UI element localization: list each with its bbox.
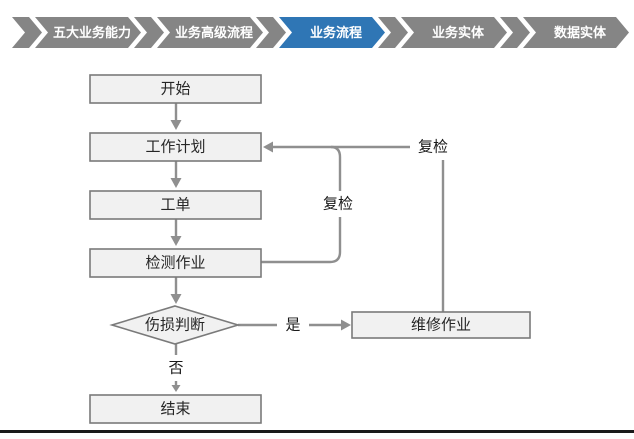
arrowhead-right-icon xyxy=(341,319,351,331)
edge-labels: 复检 复检 是 否 xyxy=(160,134,456,381)
arrowhead-down-icon xyxy=(170,294,182,304)
arrowhead-down-icon xyxy=(170,120,182,130)
nav-item-band-active[interactable] xyxy=(279,17,385,48)
node-inspection-label: 检测作业 xyxy=(145,255,205,272)
edge-label-no: 否 xyxy=(168,360,183,377)
edge-label-backing xyxy=(410,134,456,160)
arrowheads xyxy=(170,120,351,392)
chevron-separator-icon xyxy=(12,17,42,48)
nav-item-label: 数据实体 xyxy=(554,25,607,40)
node-end: 结束 xyxy=(89,394,262,424)
node-work-plan-box xyxy=(89,132,262,162)
edge-label-recheck-outer: 复检 xyxy=(418,138,448,156)
node-repair-box xyxy=(351,311,531,339)
chevron-separator-icon xyxy=(500,17,530,48)
node-repair: 维修作业 xyxy=(351,311,531,339)
node-start: 开始 xyxy=(89,74,262,104)
node-inspection: 检测作业 xyxy=(89,248,262,278)
node-repair-label: 维修作业 xyxy=(411,317,471,334)
node-damage-judgment: 伤损判断 xyxy=(109,305,241,345)
arrowhead-left-icon xyxy=(263,141,273,153)
nav-item-band[interactable] xyxy=(35,17,141,48)
connector-repair-recheck-to-workplan xyxy=(272,145,445,312)
node-work-plan: 工作计划 xyxy=(89,132,262,162)
node-damage-judgment-label: 伤损判断 xyxy=(145,317,205,334)
nav-item-data-entity[interactable]: 数据实体 xyxy=(523,17,629,48)
flowchart-nodes: 开始 工作计划 工单 检测作业 伤损判断 维修作业 结束 xyxy=(89,74,531,424)
nav-item-five-business-capabilities[interactable]: 五大业务能力 xyxy=(35,17,141,48)
chevron-separator-icon xyxy=(134,17,164,48)
nav-item-label: 业务流程 xyxy=(310,25,362,40)
node-work-plan-label: 工作计划 xyxy=(145,139,205,156)
node-work-order: 工单 xyxy=(89,190,262,220)
nav-item-band[interactable] xyxy=(157,17,263,48)
edge-label-recheck-inner: 复检 xyxy=(323,195,353,213)
node-inspection-box xyxy=(89,248,262,278)
node-start-label: 开始 xyxy=(160,81,190,98)
chevron-separator-icon xyxy=(256,17,286,48)
process-breadcrumb: 五大业务能力 业务高级流程 业务流程 业务实体 数据实体 xyxy=(12,17,629,48)
node-start-box xyxy=(89,74,262,104)
edge-label-yes: 是 xyxy=(285,317,300,334)
edge-label-backing xyxy=(160,355,192,381)
nav-item-band[interactable] xyxy=(523,17,629,48)
node-work-order-box xyxy=(89,190,262,220)
nav-item-business-entity[interactable]: 业务实体 xyxy=(401,17,507,48)
chevron-separator-icon xyxy=(378,17,408,48)
page-bottom-border xyxy=(0,430,634,433)
nav-item-label: 业务实体 xyxy=(432,25,485,40)
arrowhead-down-icon xyxy=(170,236,182,246)
nav-item-band[interactable] xyxy=(401,17,507,48)
nav-item-label: 五大业务能力 xyxy=(53,25,131,40)
node-end-label: 结束 xyxy=(160,401,190,418)
node-work-order-label: 工单 xyxy=(160,197,190,214)
node-damage-judgment-diamond xyxy=(109,305,241,345)
arrowhead-down-icon xyxy=(170,178,182,188)
arrowhead-down-icon xyxy=(171,385,181,392)
nav-item-label: 业务高级流程 xyxy=(175,25,253,40)
connector-inspection-recheck-to-workplan xyxy=(261,145,342,264)
edge-label-backing xyxy=(317,191,359,217)
nav-item-business-process-active[interactable]: 业务流程 xyxy=(279,17,385,48)
edge-label-backing xyxy=(277,313,309,337)
nav-item-business-advanced-process[interactable]: 业务高级流程 xyxy=(157,17,263,48)
node-end-box xyxy=(89,394,262,424)
